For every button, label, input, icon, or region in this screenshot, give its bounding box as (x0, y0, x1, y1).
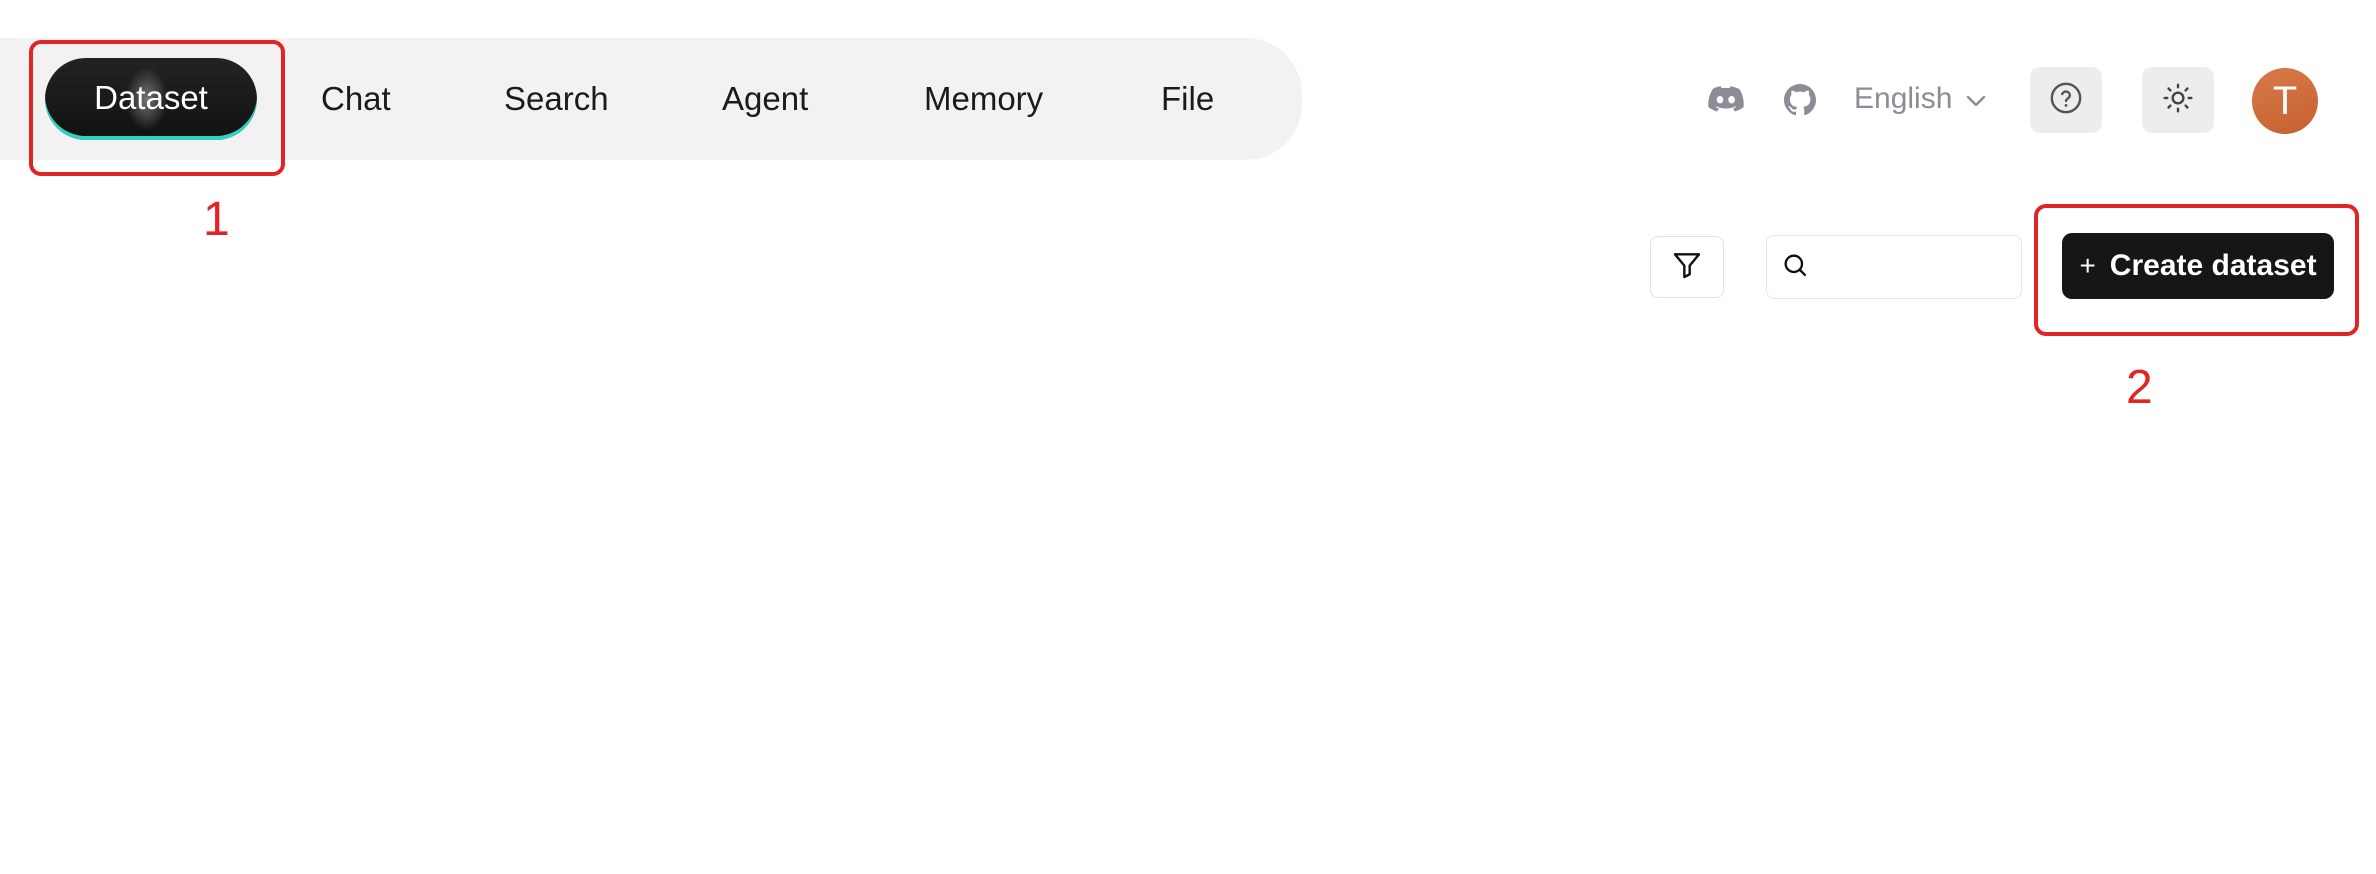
tab-dataset[interactable]: Dataset (45, 58, 257, 140)
chevron-down-icon (1966, 82, 1986, 116)
language-label: English (1854, 82, 1953, 115)
annotation-number-1: 1 (203, 193, 230, 246)
language-selector[interactable]: English (1854, 74, 1986, 124)
tab-memory[interactable]: Memory (924, 80, 1044, 117)
help-circle-icon (2049, 81, 2083, 120)
discord-icon[interactable] (1706, 80, 1746, 120)
create-dataset-label: Create dataset (2109, 249, 2317, 282)
tab-chat[interactable]: Chat (321, 80, 391, 117)
annotation-number-2: 2 (2126, 361, 2153, 414)
sun-icon (2162, 82, 2194, 119)
tab-search[interactable]: Search (504, 80, 609, 117)
tab-file[interactable]: File (1161, 80, 1215, 117)
filter-icon (1671, 249, 1703, 286)
search-field[interactable] (1766, 235, 2022, 299)
github-icon[interactable] (1780, 80, 1820, 120)
filter-button[interactable] (1650, 236, 1724, 298)
annotation-box-1 (29, 40, 285, 176)
top-nav: Dataset Chat Search Agent Memory File (0, 38, 1302, 160)
avatar[interactable]: T (2252, 68, 2318, 134)
tab-agent[interactable]: Agent (722, 80, 809, 117)
help-button[interactable] (2030, 67, 2102, 133)
create-dataset-button[interactable]: + Create dataset (2062, 233, 2334, 299)
search-icon (1781, 251, 1809, 284)
annotation-box-2 (2034, 204, 2359, 336)
plus-icon: + (2079, 250, 2096, 281)
theme-toggle-button[interactable] (2142, 67, 2214, 133)
search-input[interactable] (1821, 250, 2005, 284)
